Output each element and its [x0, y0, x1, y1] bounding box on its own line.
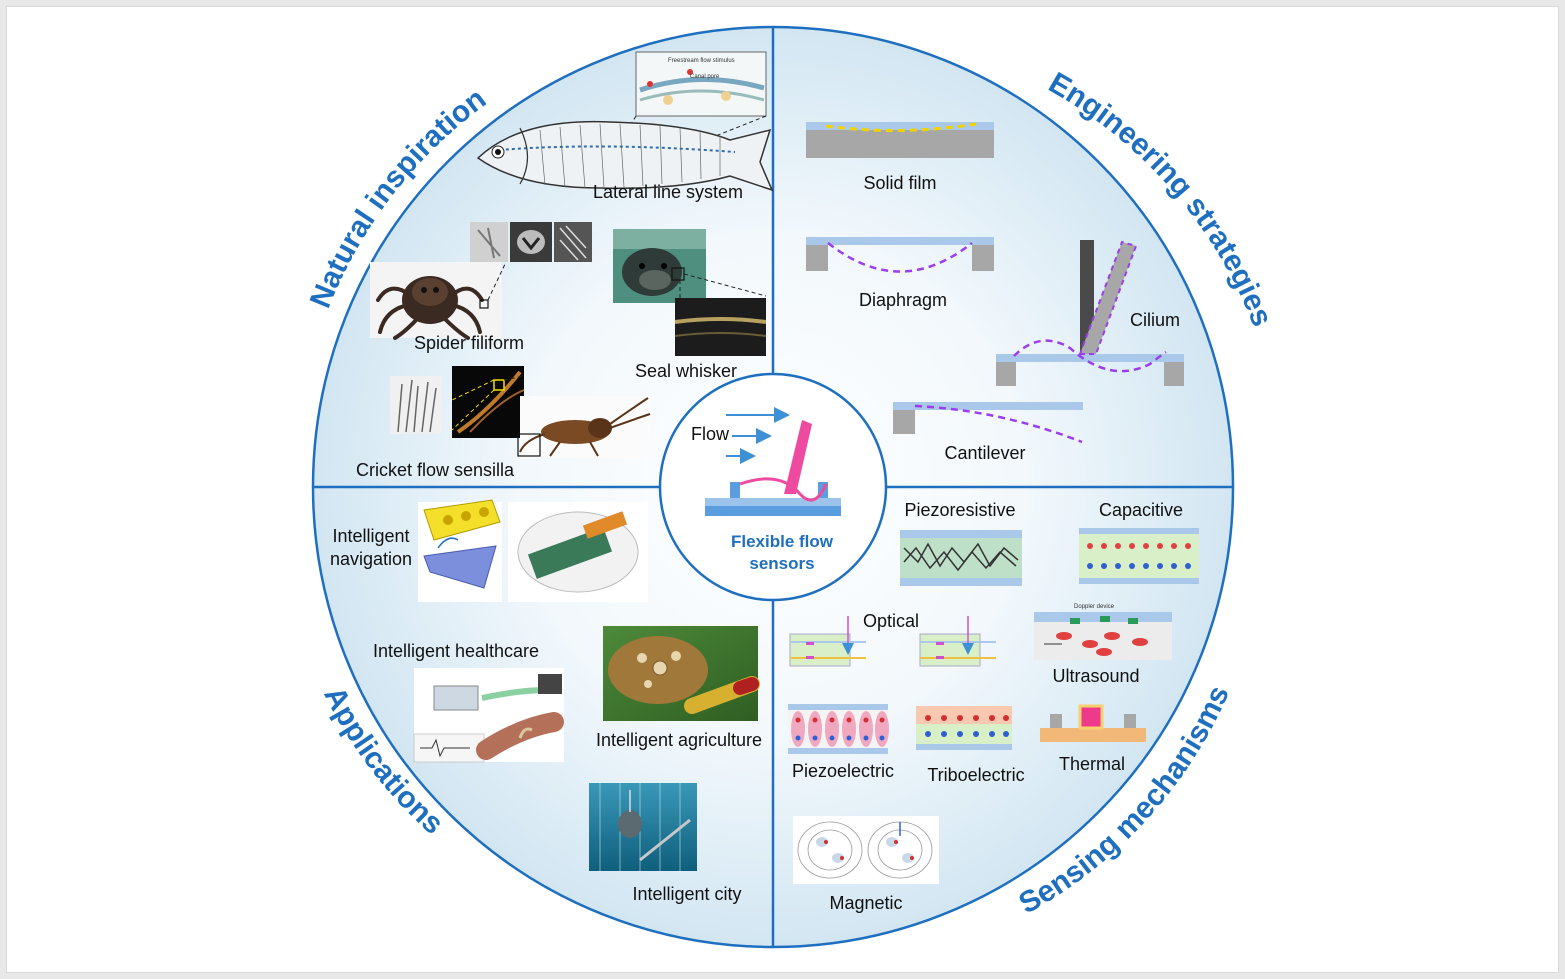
center-sensor-illustration	[705, 407, 841, 516]
triboelectric-diagram	[916, 706, 1012, 750]
piezoelectric-diagram	[788, 704, 889, 754]
seal-photo	[613, 229, 767, 356]
city-photo	[589, 783, 697, 871]
label-navigation-2: navigation	[330, 549, 412, 569]
thermal-diagram	[1040, 704, 1146, 742]
capacitive-diagram	[1079, 528, 1199, 584]
svg-text:Canal pore: Canal pore	[690, 74, 720, 80]
label-navigation-1: Intelligent	[332, 526, 409, 546]
agriculture-photo	[603, 626, 760, 721]
navigation-illustration	[418, 499, 648, 602]
spider-photo	[370, 261, 507, 340]
label-solid-film: Solid film	[863, 173, 936, 193]
center-title-line1: Flexible flow	[731, 532, 834, 551]
cricket-photos	[390, 366, 651, 458]
cantilever-diagram	[893, 402, 1083, 444]
label-cricket: Cricket flow sensilla	[356, 460, 515, 480]
label-spider: Spider filiform	[414, 333, 524, 353]
cilium-diagram	[996, 240, 1184, 386]
spider-hair-photos	[470, 222, 592, 262]
label-capacitive: Capacitive	[1099, 500, 1183, 520]
label-thermal: Thermal	[1059, 754, 1125, 774]
label-diaphragm: Diaphragm	[859, 290, 947, 310]
healthcare-illustration	[413, 668, 564, 763]
center-title-line2: sensors	[749, 554, 814, 573]
center-circle	[658, 372, 888, 602]
svg-text:Doppler device: Doppler device	[1074, 604, 1115, 610]
piezoresistive-diagram	[900, 530, 1022, 586]
label-piezoelectric: Piezoelectric	[792, 761, 894, 781]
label-city: Intelligent city	[632, 884, 741, 904]
label-healthcare: Intelligent healthcare	[373, 641, 539, 661]
optical-diagram	[789, 616, 996, 667]
lateral-line-illustration: Freestream flow stimulus Canal pore	[476, 51, 774, 192]
label-lateral-line: Lateral line system	[593, 182, 743, 202]
solid-film-diagram	[806, 122, 994, 158]
magnetic-diagram	[793, 816, 939, 884]
label-piezoresistive: Piezoresistive	[904, 500, 1015, 520]
label-seal: Seal whisker	[635, 361, 737, 381]
label-agriculture: Intelligent agriculture	[596, 730, 762, 750]
label-magnetic: Magnetic	[829, 893, 902, 913]
label-flow: Flow	[691, 424, 730, 444]
label-cilium: Cilium	[1130, 310, 1180, 330]
label-cantilever: Cantilever	[944, 443, 1025, 463]
diaphragm-diagram	[806, 237, 994, 273]
svg-text:Freestream flow stimulus: Freestream flow stimulus	[668, 58, 735, 64]
label-optical: Optical	[863, 611, 919, 631]
label-ultrasound: Ultrasound	[1052, 666, 1139, 686]
ultrasound-diagram: Doppler device	[1034, 604, 1172, 660]
label-triboelectric: Triboelectric	[927, 765, 1024, 785]
